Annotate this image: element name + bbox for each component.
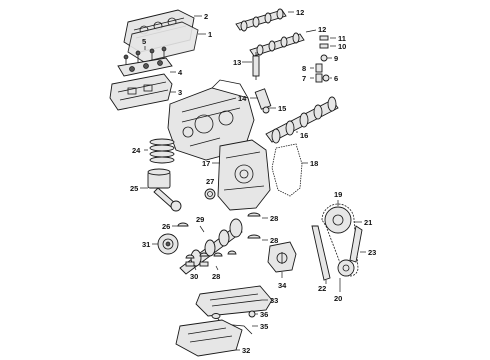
callout-12-upper: 12 <box>296 8 304 17</box>
callout-7: 7 <box>302 74 306 83</box>
oil-pump <box>267 241 297 273</box>
callout-31: 31 <box>142 240 150 249</box>
callout-36: 36 <box>260 310 268 319</box>
callout-35: 35 <box>260 322 268 331</box>
callout-28-caps: 28 <box>212 272 220 281</box>
callout-26: 26 <box>162 222 170 231</box>
callout-34: 34 <box>278 281 287 290</box>
callout-22: 22 <box>318 284 326 293</box>
callout-20: 20 <box>334 294 342 303</box>
callout-16: 16 <box>300 131 308 140</box>
callout-11: 11 <box>338 34 346 43</box>
crankshaft <box>179 218 243 275</box>
callout-6: 6 <box>334 74 338 83</box>
callout-28-upper: 28 <box>270 214 278 223</box>
callout-3: 3 <box>178 88 182 97</box>
callout-21: 21 <box>364 218 372 227</box>
callout-33: 33 <box>270 296 278 305</box>
callout-32: 32 <box>242 346 250 355</box>
callout-2: 2 <box>204 12 208 21</box>
windage-tray <box>195 285 273 317</box>
callout-10: 10 <box>338 42 346 51</box>
camshaft-lower <box>249 32 305 57</box>
callout-28-lower: 28 <box>270 236 278 245</box>
valve-cover-bolts <box>123 46 167 68</box>
callout-18: 18 <box>310 159 318 168</box>
main-bearing-caps <box>185 250 237 267</box>
timing-cover-gasket <box>271 143 303 197</box>
callout-14: 14 <box>238 94 247 103</box>
callout-8: 8 <box>302 64 306 73</box>
callout-29: 29 <box>196 215 204 224</box>
valve-cover <box>109 73 173 111</box>
callout-5: 5 <box>142 37 146 46</box>
callout-27: 27 <box>206 177 214 186</box>
thrust-bearings <box>247 212 261 239</box>
piston-rings <box>149 138 175 164</box>
callout-23: 23 <box>368 248 376 257</box>
callout-25: 25 <box>130 184 138 193</box>
valve-springs <box>315 63 330 83</box>
callout-30: 30 <box>190 272 198 281</box>
callout-17: 17 <box>202 159 210 168</box>
camshaft-upper <box>235 8 287 32</box>
callout-12-lower: 12 <box>318 25 326 34</box>
valve-cover-gasket <box>117 57 173 77</box>
rocker-shaft <box>254 88 272 114</box>
cylinder-head-assembly <box>123 9 199 63</box>
front-seal <box>204 188 216 200</box>
callout-1: 1 <box>208 30 212 39</box>
callout-24: 24 <box>132 146 141 155</box>
pickup-gasket <box>248 310 256 318</box>
timing-cover <box>217 139 271 211</box>
valve-spring-retainers <box>319 35 329 62</box>
callout-15: 15 <box>278 104 286 113</box>
piston-connecting-rod <box>147 168 182 212</box>
callout-19: 19 <box>334 190 342 199</box>
crankshaft-damper <box>157 233 179 255</box>
timing-chain-set <box>311 203 363 281</box>
main-camshaft <box>265 96 339 144</box>
callout-4: 4 <box>178 68 183 77</box>
oil-pan <box>175 319 243 357</box>
callout-13: 13 <box>233 58 241 67</box>
valve-lifter-guide <box>252 52 260 80</box>
rod-bearings <box>177 222 189 227</box>
callout-9: 9 <box>334 54 338 63</box>
